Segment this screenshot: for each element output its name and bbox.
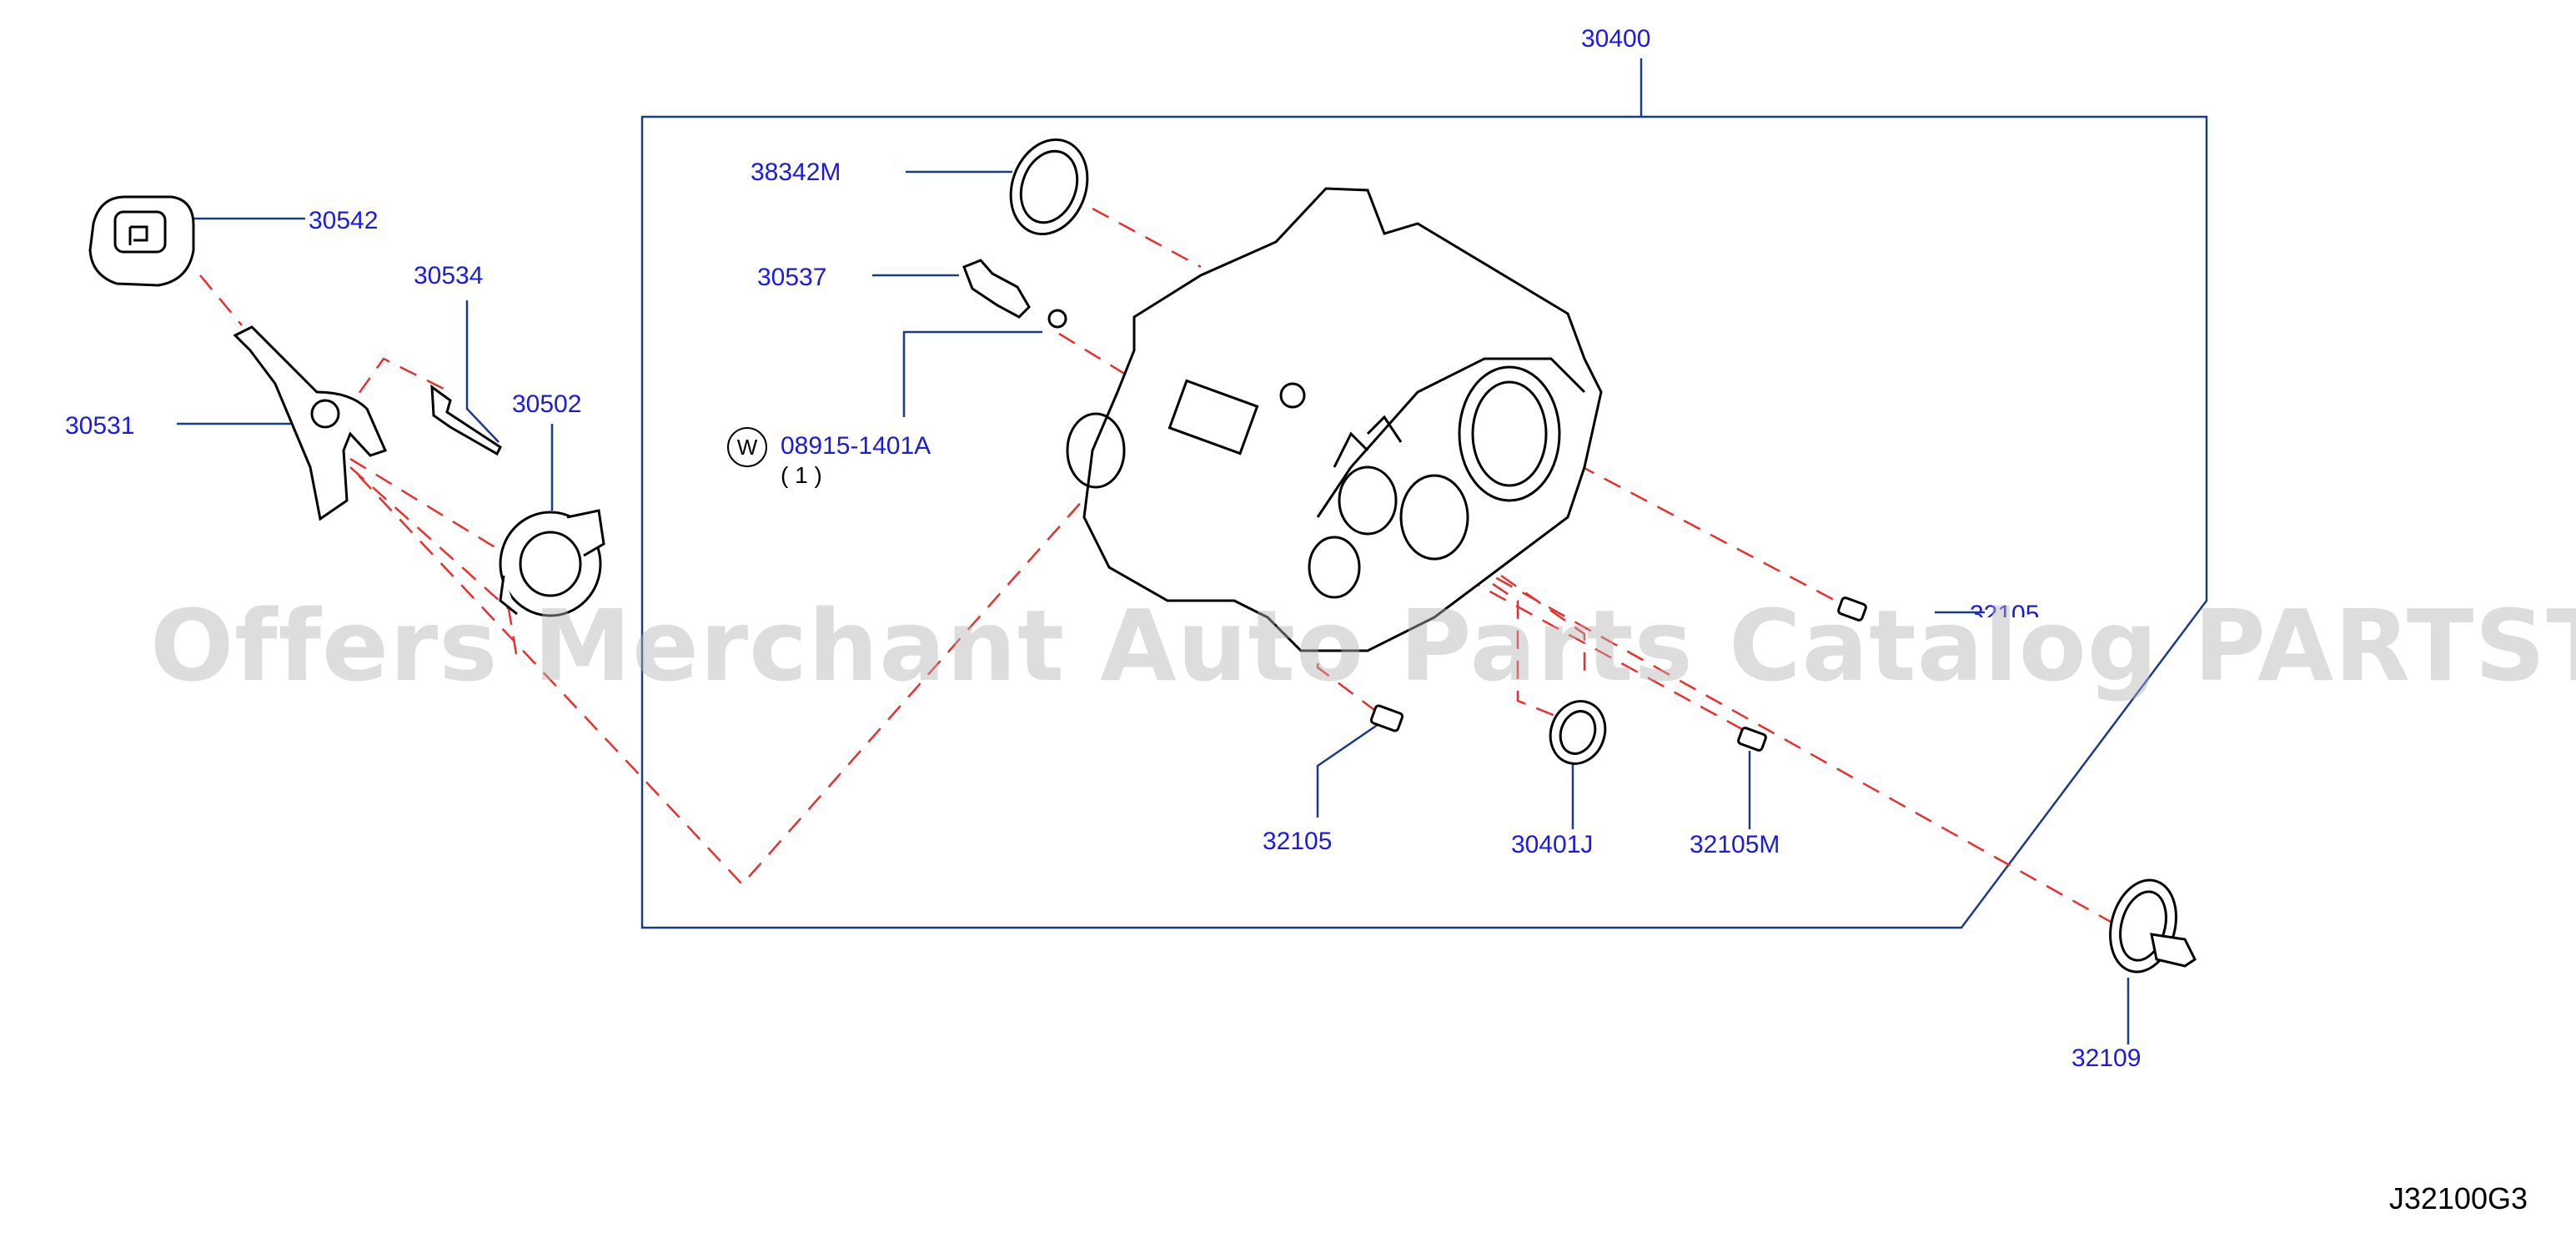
boot-30542-drawing: [88, 195, 195, 287]
label-partially-hidden[interactable]: 32105: [1970, 601, 2040, 628]
watermark-text: Offers Merchant Auto Parts Catalog PARTS…: [150, 588, 2576, 703]
bolt-30537-drawing: [962, 259, 1067, 329]
label-38342M[interactable]: 38342M: [751, 159, 841, 186]
label-30502[interactable]: 30502: [512, 390, 582, 418]
seal-38342M-drawing: [1009, 138, 1089, 236]
label-30537[interactable]: 30537: [757, 264, 827, 291]
label-30534[interactable]: 30534: [414, 262, 484, 289]
transmission-case-30400-drawing: [1066, 187, 1603, 652]
label-30542[interactable]: 30542: [309, 207, 379, 234]
quantity-08915-1401A: ( 1 ): [781, 462, 822, 488]
washer-symbol: W: [727, 427, 767, 467]
leader-lines: [175, 170, 2130, 1044]
label-30400[interactable]: 30400: [1581, 25, 1651, 53]
label-30401J[interactable]: 30401J: [1511, 831, 1594, 858]
figure-code: J32100G3: [2388, 1181, 2528, 1215]
label-30531[interactable]: 30531: [65, 412, 135, 440]
label-08915-1401A[interactable]: 08915-1401A: [781, 432, 931, 460]
clip-30534-drawing: [430, 384, 502, 456]
label-32109[interactable]: 32109: [2071, 1044, 2142, 1072]
assembly-frame: [640, 115, 2208, 929]
plug-32105M-drawing: [1737, 727, 1767, 752]
flange-32109-drawing: [2109, 878, 2197, 974]
label-32105[interactable]: 32105: [1263, 828, 1333, 855]
label-32105M[interactable]: 32105M: [1690, 831, 1780, 858]
plug-right-drawing: [1837, 596, 1867, 622]
fork-30531-drawing: [233, 325, 388, 521]
bearing-30502-drawing: [499, 509, 605, 617]
seal-30401J-drawing: [1549, 700, 1607, 765]
plug-32105-drawing: [1369, 704, 1404, 732]
